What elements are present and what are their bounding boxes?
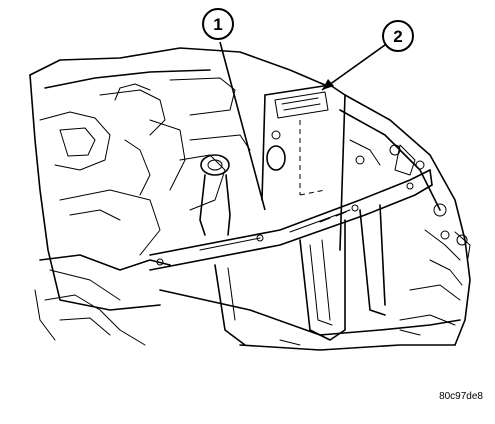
callout-1-leader — [219, 41, 266, 211]
callout-2-arrowhead — [322, 79, 334, 90]
callout-1: 1 — [202, 8, 266, 211]
figure-id-label: 80c97de8 — [439, 391, 483, 402]
left-inner-fender — [29, 47, 326, 346]
callout-2-label: 2 — [393, 27, 402, 46]
upper-crossmember — [149, 169, 433, 271]
callout-1-label: 1 — [213, 15, 222, 34]
callout-2: 2 — [321, 20, 414, 91]
callout-2-leader — [321, 44, 386, 91]
callout-2-circle — [382, 20, 414, 52]
lower-crossmember — [159, 289, 461, 351]
strut-tower — [189, 134, 251, 236]
right-fender-apron — [339, 94, 471, 346]
vertical-supports — [214, 204, 386, 346]
callout-1-circle — [202, 8, 234, 40]
dash-panel — [261, 84, 346, 251]
